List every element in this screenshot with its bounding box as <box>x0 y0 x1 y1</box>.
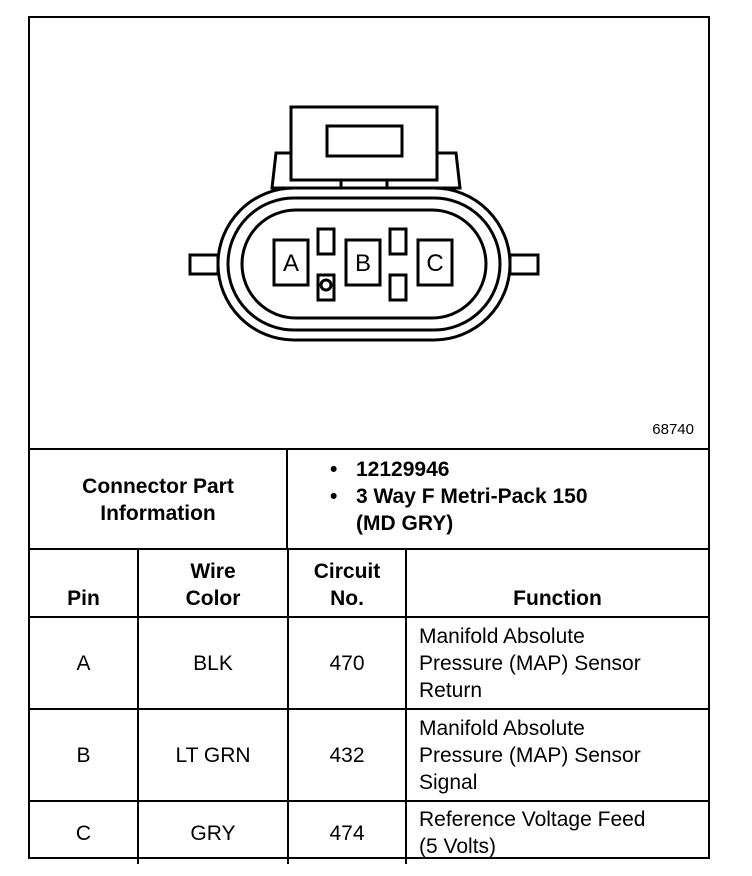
key-slot-1 <box>316 227 336 256</box>
connector-face <box>240 208 488 320</box>
cell-pin: C <box>30 800 139 864</box>
connector-face-drawing: A B C <box>188 105 540 342</box>
pin-label-b: B <box>355 250 371 277</box>
cell-pin: A <box>30 616 139 710</box>
header-pin: Pin <box>30 548 139 618</box>
info-label-line2: Information <box>100 502 216 525</box>
connector-info-label: Connector Part Information <box>30 450 288 550</box>
connector-outer-shell <box>216 186 512 342</box>
cell-function: Reference Voltage Feed(5 Volts) <box>405 800 708 864</box>
table-row: C GRY 474 Reference Voltage Feed(5 Volts… <box>30 800 708 864</box>
pin-cavity-a <box>272 238 310 287</box>
cell-wire-color: GRY <box>137 800 289 864</box>
lock-tab-shoulder <box>270 151 462 190</box>
key-slot-3 <box>316 273 336 302</box>
info-label-line1: Connector Part <box>82 475 234 498</box>
key-hole <box>319 278 333 292</box>
pin-label-c: C <box>426 250 443 277</box>
cell-circuit: 474 <box>287 800 407 864</box>
key-slot-2 <box>388 227 408 256</box>
cell-circuit: 432 <box>287 708 407 802</box>
cell-circuit: 470 <box>287 616 407 710</box>
connector-info-row: Connector Part Information 12129946 3 Wa… <box>30 448 708 550</box>
connector-inner-shell <box>226 196 502 332</box>
pin-cavity-c <box>416 238 454 287</box>
connector-type: 3 Way F Metri-Pack 150(MD GRY) <box>330 483 588 537</box>
cell-wire-color: BLK <box>137 616 289 710</box>
part-number: 12129946 <box>330 456 588 483</box>
right-ear <box>508 253 540 276</box>
key-slot-4 <box>388 273 408 302</box>
pin-cavity-b <box>344 238 382 287</box>
connector-sheet: A B C 68740 Connector Part Information 1… <box>28 16 710 864</box>
connector-diagram: A B C 68740 <box>30 18 708 448</box>
pin-label-a: A <box>283 250 299 277</box>
cell-wire-color: LT GRN <box>137 708 289 802</box>
connector-info-list: 12129946 3 Way F Metri-Pack 150(MD GRY) <box>330 456 588 537</box>
left-ear <box>188 253 220 276</box>
lock-tab-window <box>325 124 404 158</box>
figure-id: 68740 <box>652 421 694 438</box>
lock-tab-housing <box>289 105 439 182</box>
header-function: Function <box>405 548 708 618</box>
cell-pin: B <box>30 708 139 802</box>
